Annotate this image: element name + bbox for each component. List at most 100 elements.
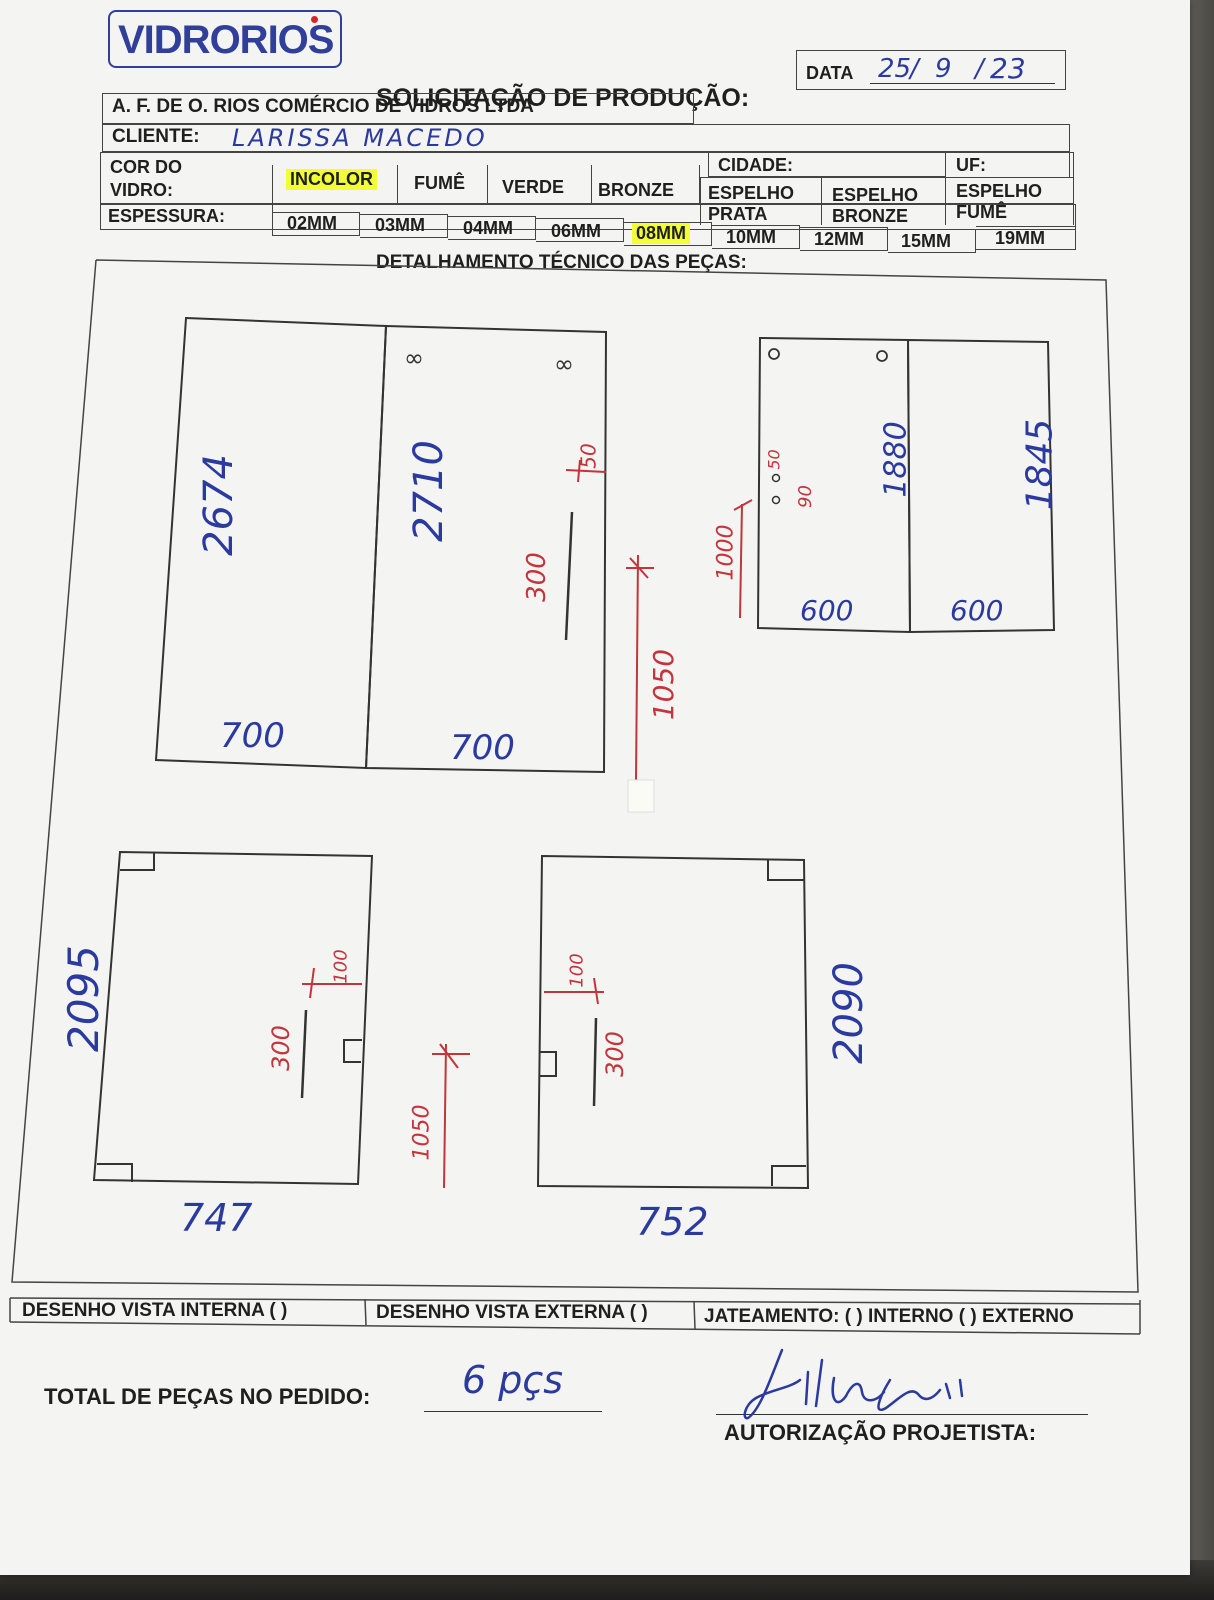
date-month: 9 bbox=[935, 54, 952, 84]
footer-divider bbox=[9, 1297, 1141, 1305]
dimension-panel-height: 2090 bbox=[825, 962, 872, 1064]
lock-fitting-icon bbox=[343, 1039, 362, 1063]
external-view-option[interactable]: DESENHO VISTA EXTERNA ( ) bbox=[376, 1302, 648, 1323]
dimension-panel-width: 700 bbox=[220, 716, 285, 756]
logo-text: VIDRORIOS bbox=[118, 18, 334, 62]
date-underline bbox=[870, 83, 1055, 84]
date-year: 23 bbox=[990, 52, 1026, 85]
thickness-option-label: 06MM bbox=[551, 221, 602, 241]
handle-line bbox=[300, 1009, 308, 1099]
company-name: A. F. DE O. RIOS COMÉRCIO DE VIDROS LTDA bbox=[112, 96, 534, 117]
hole-icon bbox=[771, 473, 781, 483]
tape-mark bbox=[627, 779, 655, 813]
thickness-option-label: 04MM bbox=[463, 218, 514, 238]
color-option-bronze[interactable] bbox=[592, 165, 700, 204]
dimension-panel-width: 600 bbox=[950, 594, 1004, 627]
color-option-label: INCOLOR bbox=[286, 169, 377, 190]
dimension-handle-offset: 100 bbox=[566, 953, 588, 988]
technical-frame bbox=[11, 259, 1139, 1293]
internal-view-option[interactable]: DESENHO VISTA INTERNA ( ) bbox=[22, 1300, 288, 1321]
handle-line bbox=[564, 511, 574, 641]
lock-fitting-icon bbox=[540, 1051, 557, 1077]
floor-height-line bbox=[635, 554, 639, 781]
dimension-panel-height: 2095 bbox=[58, 945, 108, 1052]
hole-icon bbox=[768, 348, 780, 360]
thickness-option-label: 02MM bbox=[287, 213, 338, 233]
corner-fitting-icon bbox=[120, 852, 155, 871]
logo-dot-icon bbox=[311, 16, 318, 23]
dimension-floor-height: 1050 bbox=[647, 648, 681, 721]
thickness-label: ESPESSURA: bbox=[108, 206, 226, 226]
panel-top-right-b bbox=[906, 338, 1056, 634]
hinge-icon: ∞ bbox=[554, 350, 574, 378]
thickness-option-15mm[interactable] bbox=[888, 229, 976, 253]
thickness-option-label: 08MM bbox=[632, 223, 691, 244]
dimension-floor-height: 1050 bbox=[409, 1104, 435, 1161]
thickness-option-03mm[interactable] bbox=[360, 214, 448, 238]
date-day: 25 bbox=[878, 54, 912, 84]
thickness-option-label: 19MM bbox=[995, 228, 1046, 248]
uf-label: UF: bbox=[956, 155, 986, 175]
floor-height-line bbox=[739, 503, 743, 619]
company-logo: VIDRORIOS bbox=[108, 10, 342, 68]
color-option-verde[interactable] bbox=[488, 165, 592, 204]
hole-icon bbox=[876, 350, 888, 362]
color-option-incolor[interactable] bbox=[272, 165, 398, 204]
color-option-fume[interactable] bbox=[398, 165, 488, 204]
dimension-handle-offset: 50 bbox=[576, 443, 601, 469]
dimension-panel-width: 600 bbox=[800, 594, 854, 627]
color-option-label: VERDE bbox=[502, 177, 565, 197]
hinge-icon: ∞ bbox=[404, 344, 424, 372]
dimension-panel-height: 2674 bbox=[195, 454, 242, 556]
color-option-espelho-prata[interactable] bbox=[700, 177, 822, 225]
color-option-label: ESPELHO FUMÊ bbox=[956, 181, 1043, 222]
thickness-option-02mm[interactable] bbox=[272, 212, 360, 236]
dimension-handle-height: 300 bbox=[521, 552, 552, 602]
color-option-espelho-fume[interactable] bbox=[946, 177, 1074, 225]
dimension-floor-height: 1000 bbox=[713, 524, 739, 581]
dimension-hole-gap: 90 bbox=[794, 485, 816, 508]
client-label: CLIENTE: bbox=[112, 126, 200, 147]
corner-fitting-icon bbox=[97, 1163, 133, 1182]
dimension-panel-width: 747 bbox=[180, 1196, 253, 1240]
company-row bbox=[102, 93, 694, 124]
page-title: SOLICITAÇÃO DE PRODUÇÃO: bbox=[376, 84, 750, 112]
client-value: LARISSA MACEDO bbox=[232, 124, 488, 152]
thickness-option-10mm[interactable] bbox=[712, 225, 800, 249]
dimension-handle-height: 300 bbox=[600, 1031, 629, 1077]
signature-line bbox=[716, 1414, 1088, 1415]
total-pieces-underline bbox=[424, 1411, 602, 1412]
thickness-option-04mm[interactable] bbox=[448, 216, 536, 240]
panel-bottom-right bbox=[536, 854, 810, 1190]
sandblasting-option[interactable]: JATEAMENTO: ( ) INTERNO ( ) EXTERNO bbox=[704, 1306, 1074, 1327]
corner-fitting-icon bbox=[771, 1165, 806, 1186]
dimension-handle-height: 300 bbox=[266, 1025, 295, 1071]
color-option-label: BRONZE bbox=[598, 180, 674, 200]
total-pieces-value: 6 pçs bbox=[462, 1358, 564, 1402]
thickness-option-08mm[interactable] bbox=[624, 222, 712, 246]
thickness-option-19mm[interactable] bbox=[976, 226, 1076, 250]
thickness-option-12mm[interactable] bbox=[800, 227, 888, 251]
client-row bbox=[102, 124, 1070, 152]
dimension-panel-height: 1880 bbox=[878, 421, 914, 498]
city-label: CIDADE: bbox=[718, 155, 793, 175]
panel-top-left-a bbox=[154, 316, 388, 770]
glass-color-label-2: VIDRO: bbox=[110, 180, 173, 200]
color-option-label: FUMÊ bbox=[414, 173, 465, 193]
dimension-panel-height: 2710 bbox=[405, 440, 452, 542]
hole-icon bbox=[771, 495, 781, 505]
dimension-panel-width: 752 bbox=[636, 1200, 709, 1244]
panel-top-left-b bbox=[364, 324, 608, 774]
total-pieces-label: TOTAL DE PEÇAS NO PEDIDO: bbox=[44, 1384, 371, 1409]
color-option-espelho-bronze[interactable] bbox=[822, 177, 946, 225]
authorization-label: AUTORIZAÇÃO PROJETISTA: bbox=[724, 1420, 1037, 1445]
panel-bottom-left bbox=[92, 850, 374, 1186]
color-option-label: ESPELHO PRATA bbox=[708, 183, 795, 224]
thickness-option-06mm[interactable] bbox=[536, 218, 624, 242]
glass-color-label-1: COR DO bbox=[110, 157, 182, 177]
corner-fitting-icon bbox=[767, 860, 804, 881]
thickness-option-label: 03MM bbox=[375, 215, 426, 235]
handle-offset-mark bbox=[565, 469, 607, 473]
floor-height-line bbox=[443, 1043, 447, 1189]
date-label: DATA bbox=[806, 63, 854, 83]
